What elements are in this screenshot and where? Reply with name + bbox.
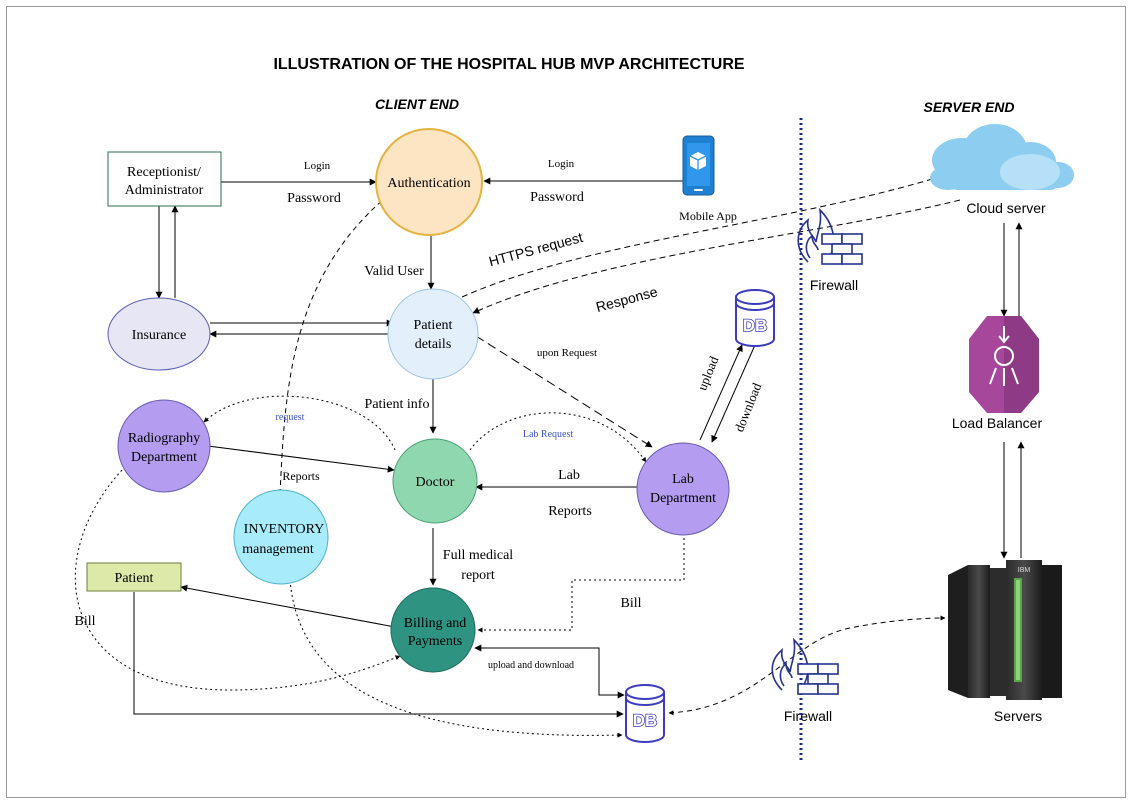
valid-user-label: Valid User	[364, 264, 424, 279]
radiography-label-2: Department	[131, 450, 197, 465]
load-balancer-icon	[969, 316, 1039, 413]
radiography-label-1: Radiography	[128, 431, 200, 446]
database-icon	[735, 289, 775, 347]
database-top: DB	[735, 289, 775, 347]
connectors	[74, 170, 1025, 738]
receptionist-label-1: Receptionist/	[127, 165, 201, 180]
authentication-node: Authentication	[375, 128, 483, 236]
response-label: Response	[594, 283, 659, 315]
billing-node: Billing and Payments	[390, 587, 476, 673]
bill-left-label: Bill	[74, 614, 95, 629]
inventory-node: INVENTORY management	[233, 489, 329, 585]
inventory-label-1: INVENTORY	[244, 522, 325, 537]
load-balancer-label: Load Balancer	[952, 415, 1043, 431]
firewall-bottom: Firewall	[771, 637, 839, 724]
patient-label: Patient	[115, 571, 154, 586]
servers-label: Servers	[994, 708, 1042, 724]
billing-label-1: Billing and	[404, 616, 467, 631]
servers-node: IBM Servers	[948, 560, 1062, 724]
firewall-icon	[797, 207, 863, 265]
mobile-app-node: Mobile App	[679, 135, 737, 223]
upon-request-label: upon Request	[537, 347, 597, 359]
patient-node: Patient	[86, 562, 182, 592]
database-bottom-label: DB	[633, 711, 658, 730]
login-left-label: Login	[304, 160, 331, 172]
lab-department-label-1: Lab	[672, 472, 694, 487]
bill-right-label: Bill	[620, 596, 641, 611]
password-left-label: Password	[287, 191, 341, 206]
firewall-top-label: Firewall	[810, 277, 858, 293]
patient-details-node: Patient details	[387, 288, 479, 380]
firewall-icon	[771, 637, 839, 695]
cloud-icon	[930, 124, 1074, 190]
database-icon	[625, 684, 665, 743]
insurance-label: Insurance	[132, 328, 186, 343]
database-top-label: DB	[743, 316, 768, 335]
mobile-app-label: Mobile App	[679, 209, 737, 223]
full-medical-label-1: Full medical	[443, 548, 513, 563]
diagram-frame	[6, 6, 1126, 798]
server-brand-label: IBM	[1018, 567, 1031, 574]
reports-lab-label: Reports	[548, 504, 592, 519]
doctor-node: Doctor	[392, 438, 478, 524]
lab-department-node: Lab Department	[636, 442, 730, 536]
client-end-label: CLIENT END	[375, 96, 459, 112]
insurance-node: Insurance	[107, 297, 211, 371]
load-balancer-node: Load Balancer	[952, 316, 1043, 431]
database-bottom: DB	[625, 684, 665, 743]
full-medical-label-2: report	[461, 568, 495, 583]
patient-details-label-2: details	[415, 337, 452, 352]
receptionist-label-2: Administrator	[125, 183, 204, 198]
patient-info-label: Patient info	[365, 397, 430, 412]
server-rack-icon: IBM	[948, 560, 1062, 700]
radiography-node: Radiography Department	[117, 399, 211, 493]
doctor-label: Doctor	[416, 475, 455, 490]
lab-department-label-2: Department	[650, 491, 716, 506]
login-right-label: Login	[548, 158, 575, 170]
page-title: ILLUSTRATION OF THE HOSPITAL HUB MVP ARC…	[273, 56, 744, 73]
https-request-label: HTTPS request	[487, 229, 584, 269]
firewall-bottom-label: Firewall	[784, 708, 832, 724]
inventory-label-2: management	[242, 542, 314, 557]
cloud-server-node: Cloud server	[930, 124, 1074, 216]
reports-inventory-label: Reports	[282, 469, 320, 483]
authentication-label: Authentication	[387, 176, 470, 191]
lab-request-label: Lab Request	[523, 429, 573, 440]
upload-label: upload	[694, 354, 721, 393]
billing-label-2: Payments	[408, 634, 462, 649]
request-label: request	[276, 412, 305, 423]
lab-edge-label: Lab	[558, 468, 580, 483]
upload-and-download-label: upload and download	[488, 660, 574, 671]
server-end-label: SERVER END	[923, 99, 1014, 115]
cloud-server-label: Cloud server	[966, 200, 1046, 216]
firewall-top: Firewall	[797, 207, 863, 293]
receptionist-node: Receptionist/ Administrator	[107, 151, 222, 207]
patient-details-label-1: Patient	[414, 318, 453, 333]
password-right-label: Password	[530, 190, 584, 205]
mobile-phone-icon	[682, 135, 715, 196]
